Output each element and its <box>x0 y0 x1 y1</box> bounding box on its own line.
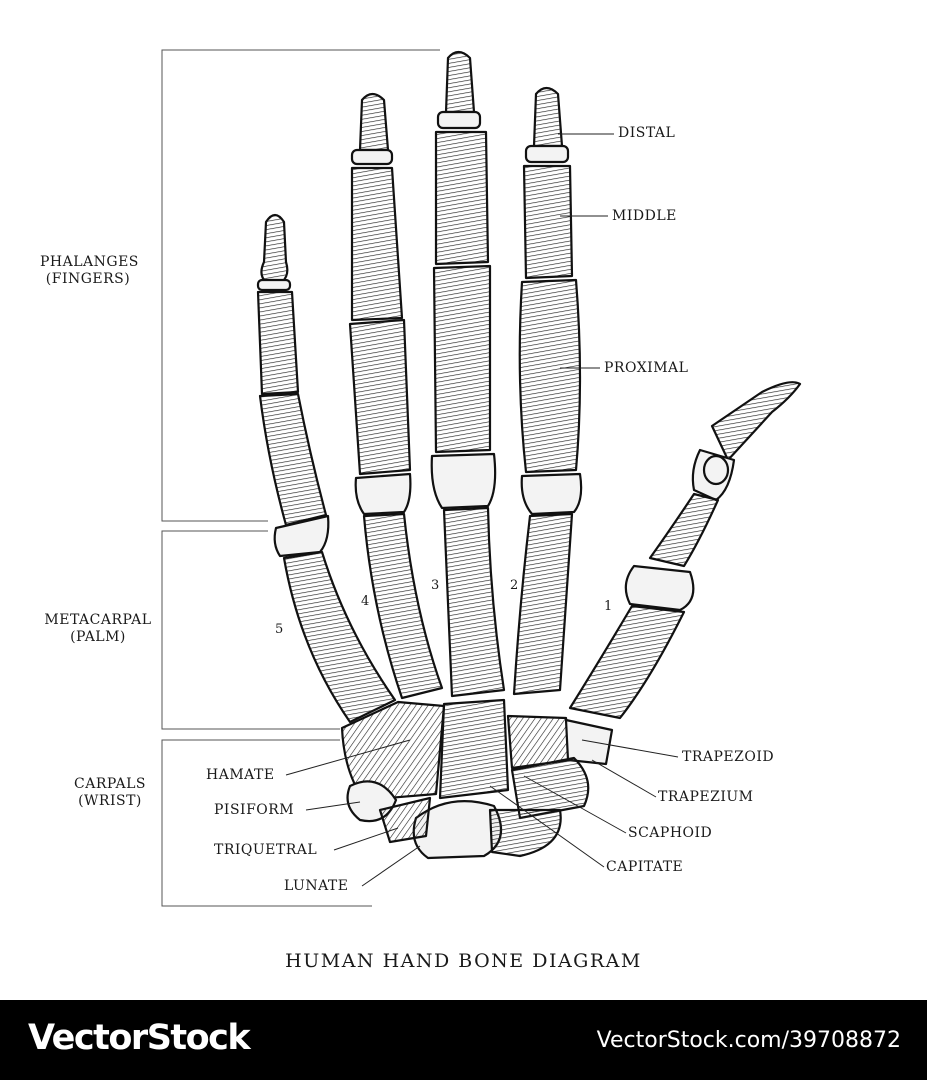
stock-id-text: VectorStock.com/39708872 <box>596 1028 901 1053</box>
carpals-label-line1: CARPALS <box>74 776 146 792</box>
metacarpal-label-line2: (PALM) <box>70 629 126 645</box>
bracket-metacarpal <box>161 530 340 730</box>
hand-skeleton-illustration <box>161 49 802 907</box>
bones <box>256 50 802 860</box>
hamate-label: HAMATE <box>206 767 275 783</box>
finger-2 <box>512 86 583 696</box>
capitate-label: CAPITATE <box>606 859 684 875</box>
carpal-cluster <box>340 698 614 860</box>
metacarpal-number-5: 5 <box>275 622 284 637</box>
middle-label: MIDDLE <box>612 208 677 224</box>
distal-label: DISTAL <box>618 125 676 141</box>
bracket-carpals <box>161 739 372 907</box>
diagram-canvas: PHALANGES (FINGERS) METACARPAL (PALM) CA… <box>38 49 802 972</box>
scaphoid-label: SCAPHOID <box>628 825 713 841</box>
metacarpal-number-1: 1 <box>604 599 613 614</box>
phalanges-label-line2: (FINGERS) <box>45 271 131 287</box>
watermark-footer: VectorStock VectorStock.com/39708872 <box>0 1000 927 1080</box>
carpals-label-line2: (WRIST) <box>78 793 142 809</box>
trapezium-label: TRAPEZIUM <box>658 789 754 805</box>
group-brackets <box>161 49 440 907</box>
metacarpal-number-3: 3 <box>431 578 440 593</box>
metacarpal-number-2: 2 <box>510 578 519 593</box>
finger-5 <box>256 213 397 724</box>
phalanges-group-label: PHALANGES (FINGERS) <box>40 254 139 288</box>
metacarpal-number-4: 4 <box>361 594 370 609</box>
diagram-title: HUMAN HAND BONE DIAGRAM <box>285 950 642 972</box>
phalanges-label-line1: PHALANGES <box>40 254 139 270</box>
lunate-label: LUNATE <box>284 878 349 894</box>
carpals-group-label: CARPALS (WRIST) <box>70 776 150 810</box>
proximal-label: PROXIMAL <box>604 360 689 376</box>
leader-lines <box>285 133 679 887</box>
trapezoid-label: TRAPEZOID <box>682 749 775 765</box>
finger-1-thumb <box>568 381 802 720</box>
metacarpal-group-label: METACARPAL (PALM) <box>38 612 158 646</box>
triquetral-label: TRIQUETRAL <box>214 842 318 858</box>
finger-4 <box>348 92 444 700</box>
finger-3 <box>430 50 506 698</box>
metacarpal-label-line1: METACARPAL <box>44 612 152 628</box>
pisiform-label: PISIFORM <box>214 802 295 818</box>
bracket-phalanges <box>161 49 440 522</box>
brand-logo-text: VectorStock <box>28 1018 251 1058</box>
